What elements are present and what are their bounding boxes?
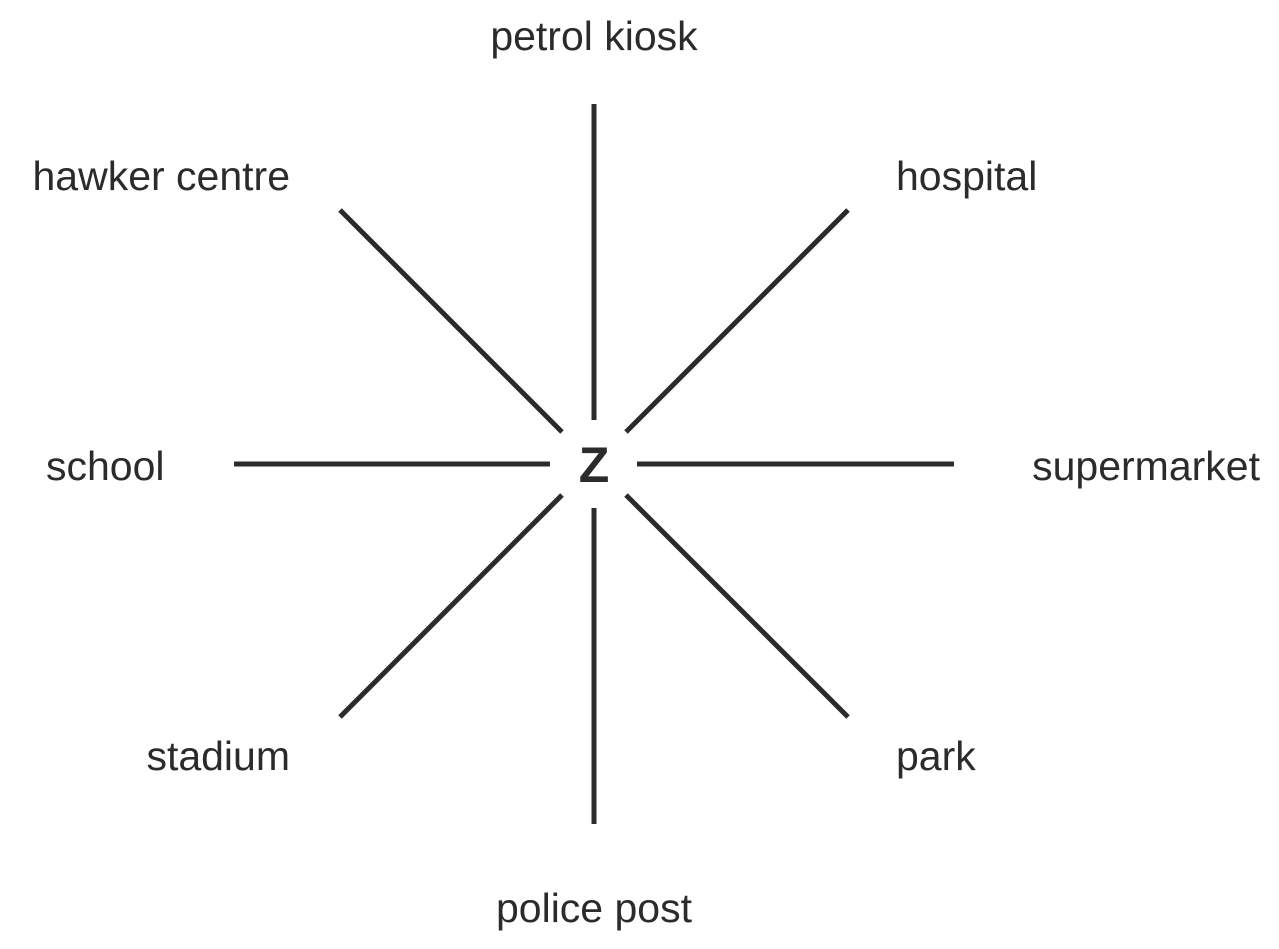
- label-south: police post: [496, 885, 693, 931]
- ray-north-west: [338, 208, 564, 434]
- label-north-west: hawker centre: [32, 153, 290, 199]
- ray-south-east: [624, 493, 850, 719]
- label-east: supermarket: [1032, 443, 1260, 489]
- label-south-east: park: [896, 733, 976, 779]
- label-south-west: stadium: [146, 733, 290, 779]
- center-label: Z: [579, 437, 610, 493]
- label-north-east: hospital: [896, 153, 1037, 199]
- label-west: school: [46, 443, 165, 489]
- ray-south-west: [338, 493, 564, 719]
- label-north: petrol kiosk: [490, 13, 698, 59]
- ray-north-east: [624, 208, 850, 434]
